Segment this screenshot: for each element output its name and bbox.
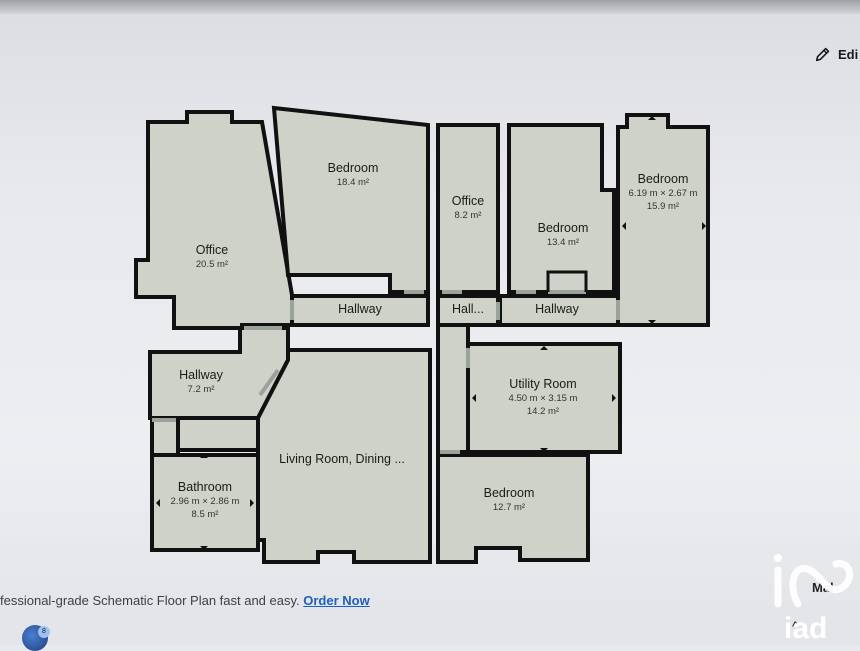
edit-button-label: Edi	[838, 46, 859, 62]
room-name: Hallway	[535, 302, 579, 316]
room-closet	[150, 416, 180, 457]
room-label-bedroom-bottom: Bedroom 12.7 m²	[484, 485, 535, 515]
room-name: Hall...	[452, 302, 484, 316]
room-area: 8.2 m²	[454, 209, 482, 221]
room-area: 8.5 m²	[191, 508, 219, 520]
room-corridor	[176, 416, 260, 452]
order-now-link[interactable]: Order Now	[303, 593, 370, 608]
room-label-hallway-left: Hallway 7.2 m²	[179, 367, 223, 397]
room-area: 14.2 m²	[526, 405, 560, 417]
doors	[152, 290, 620, 454]
chevron-up-icon[interactable]: ^	[792, 618, 799, 634]
notification-badge: 8	[38, 626, 50, 638]
room-bedroom-bottom	[436, 453, 590, 564]
room-name: Office	[451, 194, 485, 208]
room-label-bedroom-mid: Bedroom 13.4 m²	[538, 220, 589, 250]
room-bathroom	[150, 453, 260, 552]
room-name: Bedroom	[327, 161, 379, 175]
room-name: Hallway	[338, 302, 382, 316]
room-label-hallway-3: Hallway	[535, 301, 579, 318]
room-area: 13.4 m²	[546, 236, 580, 248]
brand-name: iad	[784, 612, 827, 645]
room-name: Bathroom	[177, 480, 233, 494]
room-label-office-small: Office 8.2 m²	[452, 193, 484, 223]
promo-banner: fessional-grade Schematic Floor Plan fas…	[0, 593, 370, 608]
room-label-office-left: Office 20.5 m²	[196, 242, 228, 272]
room-label-hallway-2: Hall...	[452, 301, 484, 318]
room-dims: 4.50 m × 3.15 m	[508, 392, 578, 404]
room-area: 15.9 m²	[646, 200, 680, 212]
room-label-bedroom-right: Bedroom 6.19 m × 2.67 m 15.9 m²	[629, 171, 698, 214]
room-utility	[466, 342, 622, 454]
room-office-small	[436, 123, 500, 294]
interior-details	[546, 270, 588, 292]
room-hallway-vertical	[436, 323, 470, 454]
room-area: 7.2 m²	[187, 383, 215, 395]
room-name: Utility Room	[509, 377, 577, 391]
room-label-hallway-1: Hallway	[338, 301, 382, 318]
monitor-bezel	[0, 0, 860, 14]
room-label-utility: Utility Room 4.50 m × 3.15 m 14.2 m²	[509, 376, 578, 419]
room-label-bathroom: Bathroom 2.96 m × 2.86 m 8.5 m²	[171, 479, 240, 522]
room-label-bedroom-top: Bedroom 18.4 m²	[328, 160, 379, 190]
room-dims: 6.19 m × 2.67 m	[628, 187, 698, 199]
promo-text: fessional-grade Schematic Floor Plan fas…	[0, 593, 300, 608]
iad-logo: iad	[774, 554, 854, 645]
edit-button[interactable]: Edi	[814, 40, 860, 68]
room-name: Hallway	[179, 368, 223, 382]
room-name: Office	[195, 243, 229, 257]
taskbar	[0, 616, 860, 645]
room-name: Living Room, Dining ...	[279, 452, 405, 466]
room-bedroom-top	[271, 105, 430, 294]
room-label-living: Living Room, Dining ...	[279, 451, 405, 468]
room-bedroom-mid	[507, 123, 616, 294]
room-name: Bedroom	[537, 221, 589, 235]
room-name: Bedroom	[637, 172, 689, 186]
room-dims: 2.96 m × 2.86 m	[170, 495, 240, 507]
room-office-left	[134, 110, 294, 330]
room-bedroom-right	[616, 113, 710, 327]
room-name: Bedroom	[483, 486, 535, 500]
room-area: 18.4 m²	[336, 176, 370, 188]
dimension-markers	[156, 116, 706, 550]
room-area: 20.5 m²	[195, 258, 229, 270]
room-area: 12.7 m²	[492, 501, 526, 513]
pencil-icon	[815, 47, 830, 62]
